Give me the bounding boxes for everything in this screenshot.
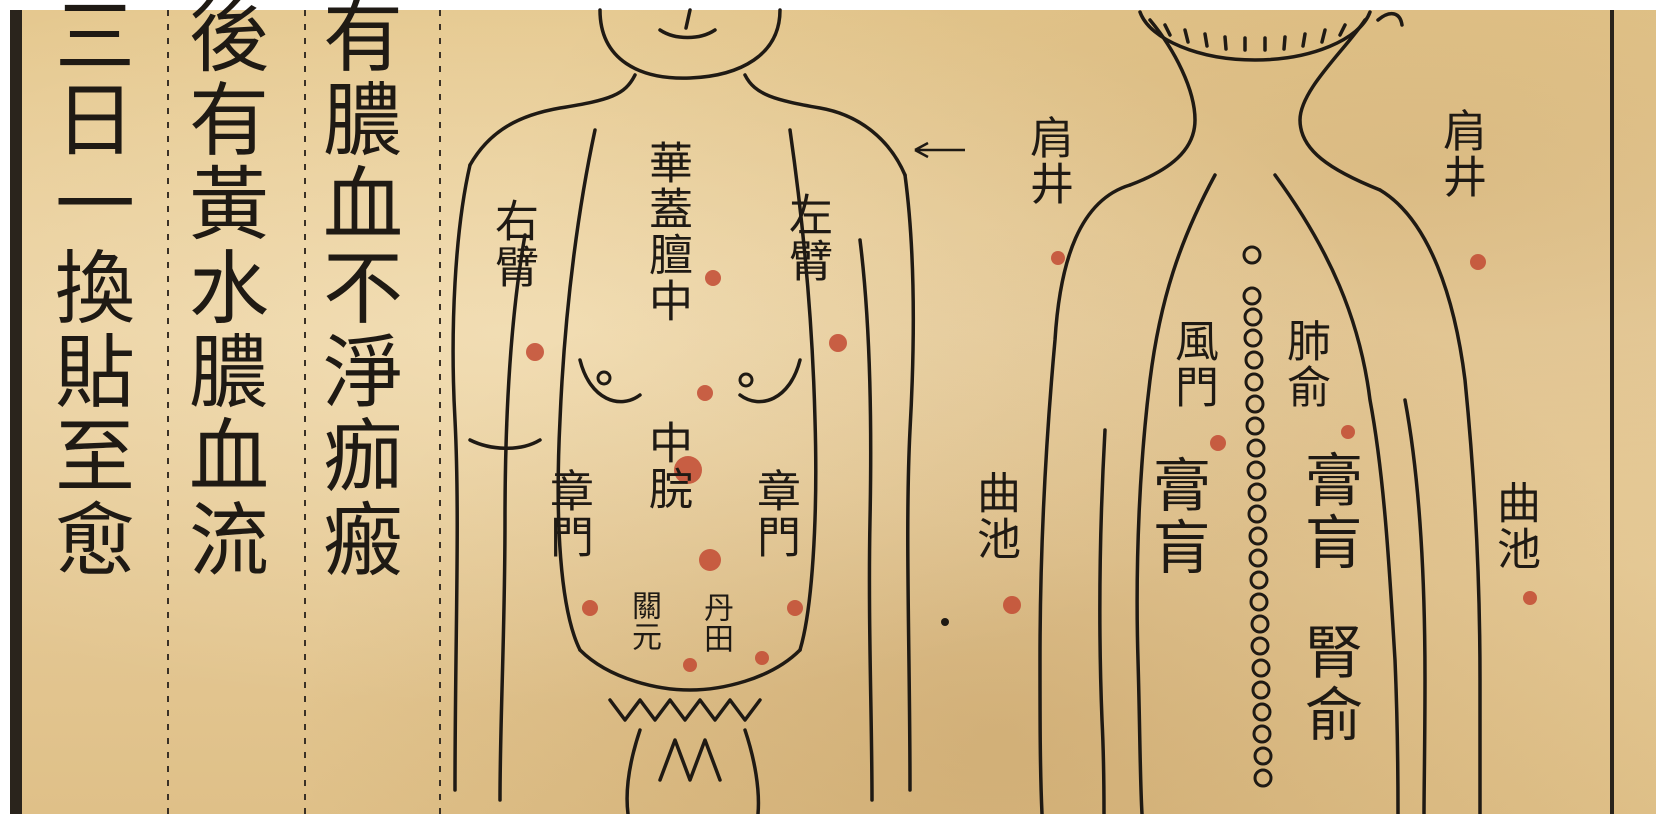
label-gaohuang-right: 膏肓 [1300, 450, 1358, 574]
left-border [10, 10, 22, 814]
text-column-3: 有膿血不淨痂瘢 [316, 0, 396, 582]
ink-dot [941, 618, 949, 626]
label-zhangmen-right: 章門 [752, 468, 796, 560]
label-guanyuan: 關元 [628, 590, 658, 652]
label-right-arm: 右臂 [490, 198, 534, 290]
label-jianjing-right: 肩井 [1438, 108, 1482, 200]
label-gaohuang-left: 膏肓 [1148, 455, 1206, 579]
label-zhangmen-left: 章門 [545, 468, 589, 560]
spine-vertebrae [1244, 247, 1271, 786]
label-quchi-left: 曲池 [972, 470, 1016, 562]
label-midline-upper: 華蓋膻中 [644, 140, 688, 324]
label-feishu: 肺俞 [1282, 318, 1326, 410]
label-quchi-right: 曲池 [1492, 480, 1536, 572]
label-midline-lower: 中脘 [644, 420, 688, 512]
label-jianjing-left: 肩井 [1025, 115, 1069, 207]
front-body-outline [453, 10, 913, 814]
front-nipples [598, 372, 752, 386]
back-body-outline [1040, 12, 1480, 814]
text-column-2: 後有黃水膿血流 [182, 0, 262, 582]
label-left-arm: 左臂 [784, 192, 828, 284]
pointer-arrow-icon [915, 143, 965, 157]
label-fengmen: 風門 [1170, 318, 1214, 410]
text-column-1: 三日一換貼至愈 [48, 0, 128, 582]
label-dantian: 丹田 [700, 592, 730, 654]
label-shenshu: 腎俞 [1300, 622, 1358, 746]
